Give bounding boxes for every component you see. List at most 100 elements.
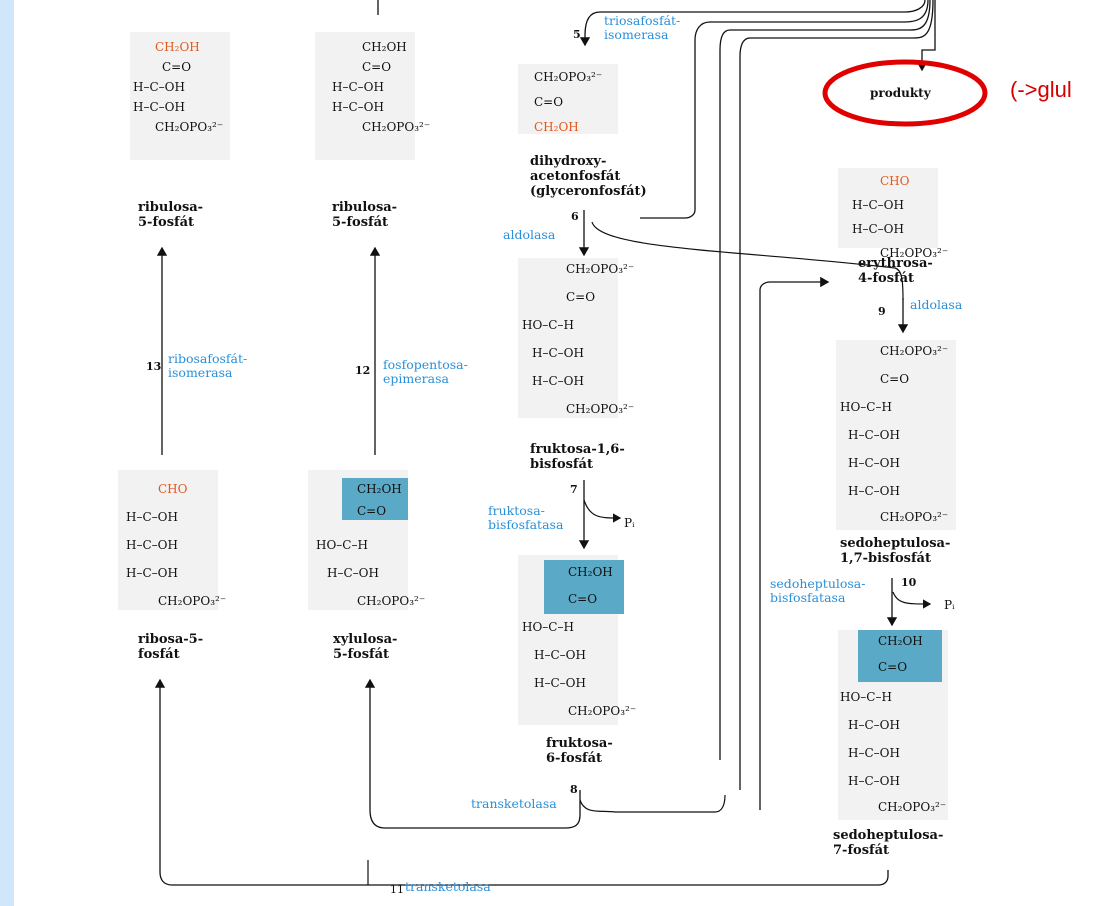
step-number: 10 (901, 576, 917, 589)
top-bundle-3 (719, 0, 931, 760)
compound-name: ribulosa- 5-fosfát (332, 200, 398, 230)
formula-line: CH₂OPO₃²⁻ (534, 70, 603, 84)
compound-box (518, 64, 618, 134)
formula-line: H–C–OH (133, 80, 185, 94)
formula-line: H–C–OH (532, 346, 584, 360)
formula-line: CH₂OH (155, 40, 200, 54)
keto-highlight (342, 478, 408, 520)
compound-box (130, 32, 230, 160)
compound-name: erythrosa- 4-fosfát (858, 256, 933, 286)
formula-line: CH₂OPO₃²⁻ (362, 120, 431, 134)
formula-line: HO–C–H (316, 538, 368, 552)
step-number: 5 (573, 28, 581, 41)
formula-line: CH₂OPO₃²⁻ (158, 594, 227, 608)
enzyme-label: ribosafosfát- isomerasa (168, 351, 248, 380)
top-bundle-4 (739, 0, 934, 790)
phosphate-label: Pᵢ (624, 516, 635, 530)
compound-box (118, 470, 218, 610)
compound-box (315, 32, 415, 160)
f6p-branch (579, 794, 726, 813)
formula-line: CH₂OPO₃²⁻ (880, 344, 949, 358)
compound-name: ribulosa- 5-fosfát (138, 200, 204, 230)
keto-highlight (544, 560, 624, 614)
keto-highlight (858, 630, 942, 682)
f6p-to-x5p (364, 678, 581, 829)
compound-name: ribosa-5- fosfát (138, 632, 204, 662)
step-number: 9 (878, 305, 886, 318)
compound-name: xylulosa- 5-fosfát (333, 632, 398, 662)
enzyme-label: triosafosfát- isomerasa (604, 13, 681, 42)
formula-line: H–C–OH (848, 484, 900, 498)
formula-line: H–C–OH (852, 198, 904, 212)
enzyme-label: aldolasa (503, 227, 556, 242)
formula-line: CH₂OH (362, 40, 407, 54)
pi-7 (583, 499, 622, 523)
formula-line: CH₂OH (568, 565, 613, 579)
formula-line: CH₂OH (357, 482, 402, 496)
dhap-to-s17 (591, 221, 904, 301)
formula-line: H–C–OH (133, 100, 185, 114)
to-products (916, 0, 936, 72)
step-number: 13 (146, 360, 162, 373)
enzyme-label: aldolasa (910, 297, 963, 312)
formula-line: H–C–OH (327, 566, 379, 580)
formula-line: CH₂OPO₃²⁻ (566, 262, 635, 276)
compound-name: fruktosa- 6-fosfát (546, 736, 613, 766)
formula-line: H–C–OH (126, 538, 178, 552)
formula-line: CH₂OPO₃²⁻ (880, 246, 949, 260)
formula-line: CH₂OH (878, 634, 923, 648)
formula-line: CHO (158, 482, 188, 496)
products-ellipse (822, 59, 988, 127)
step-number: 8 (570, 783, 578, 796)
formula-line: C=O (162, 60, 192, 74)
formula-line: H–C–OH (848, 456, 900, 470)
compound-box (518, 258, 618, 418)
formula-line: HO–C–H (522, 620, 574, 634)
products-label: produkty (870, 86, 931, 100)
pi-10 (892, 591, 932, 609)
formula-line: H–C–OH (848, 746, 900, 760)
compound-name: dihydroxy- acetonfosfát (glyceronfosfát) (530, 154, 647, 199)
step-number: 11 (390, 883, 404, 896)
formula-line: H–C–OH (126, 510, 178, 524)
enzyme-label: transketolasa (405, 879, 491, 894)
formula-line: CH₂OPO₃²⁻ (568, 704, 637, 718)
formula-line: C=O (880, 372, 910, 386)
formula-line: CH₂OPO₃²⁻ (566, 402, 635, 416)
phosphate-label: Pᵢ (944, 598, 955, 612)
formula-line: CH₂OH (534, 120, 579, 134)
formula-line: H–C–OH (848, 774, 900, 788)
formula-line: C=O (566, 290, 596, 304)
formula-line: CHO (880, 174, 910, 188)
compound-box (836, 340, 956, 530)
step-number: 6 (571, 210, 579, 223)
compound-name: fruktosa-1,6- bisfosfát (530, 442, 625, 472)
step-number: 12 (355, 364, 371, 377)
formula-line: C=O (362, 60, 392, 74)
formula-line: H–C–OH (534, 648, 586, 662)
formula-line: H–C–OH (332, 80, 384, 94)
formula-line: H–C–OH (848, 428, 900, 442)
formula-line: H–C–OH (332, 100, 384, 114)
formula-line: C=O (534, 95, 564, 109)
compound-name: sedoheptulosa- 1,7-bisfosfát (840, 536, 951, 566)
compound-name: sedoheptulosa- 7-fosfát (833, 828, 944, 858)
formula-line: C=O (878, 660, 908, 674)
enzyme-label: fosfopentosa- epimerasa (383, 357, 468, 386)
top-bundle-1 (579, 0, 926, 47)
formula-line: HO–C–H (840, 690, 892, 704)
enzyme-label: transketolasa (471, 796, 557, 811)
left-sidebar-strip (0, 0, 14, 906)
step-number: 7 (570, 483, 578, 496)
formula-line: HO–C–H (522, 318, 574, 332)
formula-line: H–C–OH (534, 676, 586, 690)
formula-line: H–C–OH (852, 222, 904, 236)
formula-line: H–C–OH (848, 718, 900, 732)
formula-line: H–C–OH (126, 566, 178, 580)
formula-line: HO–C–H (840, 400, 892, 414)
formula-line: CH₂OPO₃²⁻ (880, 510, 949, 524)
formula-line: C=O (357, 504, 387, 518)
compound-box (838, 168, 938, 248)
formula-line: CH₂OPO₃²⁻ (878, 800, 947, 814)
